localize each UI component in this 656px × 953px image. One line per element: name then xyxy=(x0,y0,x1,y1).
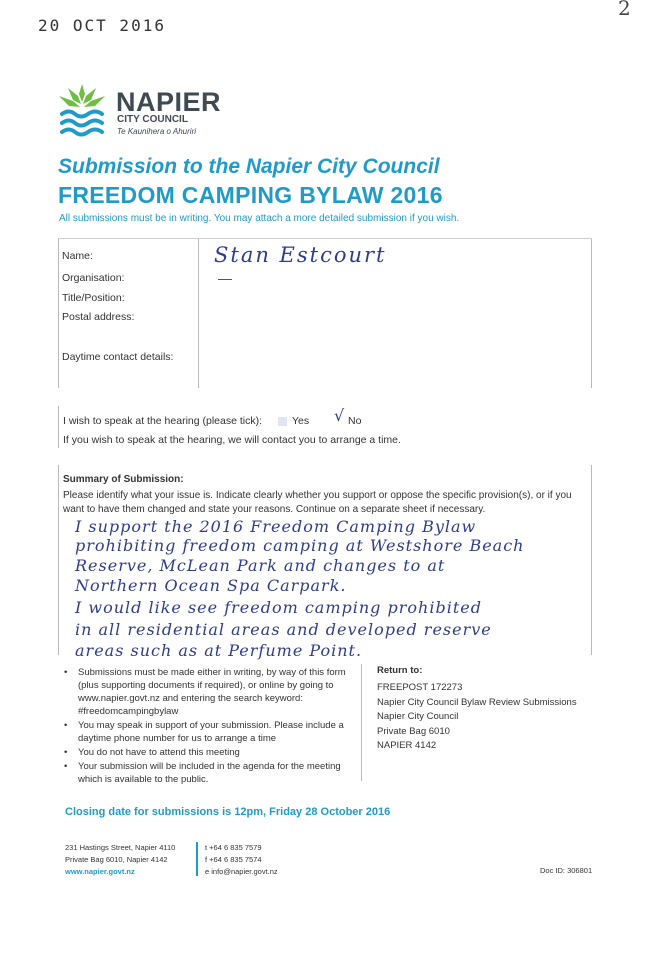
form-border-right xyxy=(591,238,592,388)
form-border-top xyxy=(58,238,592,239)
footer-street: 231 Hastings Street, Napier 4110 xyxy=(65,843,176,852)
summary-border-left xyxy=(58,465,59,655)
no-checkbox-tick[interactable]: √ xyxy=(334,406,345,425)
footer-website-link[interactable]: www.napier.govt.nz xyxy=(65,867,135,876)
page-subtitle: FREEDOM CAMPING BYLAW 2016 xyxy=(58,182,443,208)
list-item: You may speak in support of your submiss… xyxy=(62,719,352,745)
footer-phone: t +64 6 835 7579 xyxy=(205,843,262,852)
footer-email-link[interactable]: e info@napier.govt.nz xyxy=(205,867,278,876)
yes-checkbox[interactable] xyxy=(278,417,287,426)
logo-maori-name: Te Kaunihera o Ahuriri xyxy=(117,127,197,136)
return-line: FREEPOST 172273 xyxy=(377,682,463,693)
name-label: Name: xyxy=(62,250,93,262)
submission-line-3[interactable]: Reserve, McLean Park and changes to at xyxy=(75,556,446,575)
no-label: No xyxy=(348,415,362,427)
page-title: Submission to the Napier City Council xyxy=(58,155,440,178)
footer-postal: Private Bag 6010, Napier 4142 xyxy=(65,855,168,864)
logo-name: NAPIER xyxy=(116,87,222,117)
return-address: FREEPOST 172273 Napier City Council Byla… xyxy=(377,681,577,754)
submission-notes-list: Submissions must be made either in writi… xyxy=(62,666,352,787)
footer-address: 231 Hastings Street, Napier 4110 Private… xyxy=(65,842,175,878)
return-heading: Return to: xyxy=(377,665,423,676)
summary-border-right xyxy=(591,465,592,655)
speak-question: I wish to speak at the hearing (please t… xyxy=(63,415,263,427)
form-border-left xyxy=(58,238,59,388)
napier-logo-icon xyxy=(59,84,105,137)
return-line: Private Bag 6010 xyxy=(377,725,450,737)
list-item: You do not have to attend this meeting xyxy=(62,746,352,759)
summary-heading: Summary of Submission: xyxy=(63,474,184,485)
return-line: Napier City Council xyxy=(377,711,459,722)
summary-instructions: Please identify what your issue is. Indi… xyxy=(63,490,572,515)
title-position-label: Title/Position: xyxy=(62,292,125,304)
postal-address-label: Postal address: xyxy=(62,311,135,323)
submission-line-4[interactable]: Northern Ocean Spa Carpark. xyxy=(75,576,347,595)
footer-contact: t +64 6 835 7579 f +64 6 835 7574 e info… xyxy=(205,842,278,878)
submission-line-5[interactable]: I would like see freedom camping prohibi… xyxy=(75,598,482,617)
yes-label: Yes xyxy=(292,415,310,427)
received-date-stamp: 20 OCT 2016 xyxy=(38,16,166,35)
logo-subtitle: CITY COUNCIL xyxy=(117,114,188,125)
organisation-field[interactable] xyxy=(218,279,232,280)
submission-line-6[interactable]: in all residential areas and developed r… xyxy=(75,620,492,639)
corner-mark: 2 xyxy=(618,0,631,20)
doc-id: Doc ID: 306801 xyxy=(540,866,593,875)
name-field[interactable]: Stan Estcourt xyxy=(214,243,387,267)
footer-divider xyxy=(196,842,198,876)
submission-line-1[interactable]: I support the 2016 Freedom Camping Bylaw xyxy=(75,517,477,536)
closing-date: Closing date for submissions is 12pm, Fr… xyxy=(65,806,391,818)
list-item: Submissions must be made either in writi… xyxy=(62,666,352,718)
submission-line-7[interactable]: areas such as at Perfume Point. xyxy=(75,641,363,660)
hearing-note: If you wish to speak at the hearing, we … xyxy=(63,434,401,446)
submission-line-2[interactable]: prohibiting freedom camping at Westshore… xyxy=(75,536,525,555)
list-item: Your submission will be included in the … xyxy=(62,760,352,786)
hearing-border xyxy=(58,406,59,448)
intro-text: All submissions must be in writing. You … xyxy=(59,213,460,224)
organisation-label: Organisation: xyxy=(62,272,125,284)
return-line: NAPIER 4142 xyxy=(377,740,437,751)
notes-divider xyxy=(361,664,362,781)
footer-fax: f +64 6 835 7574 xyxy=(205,855,262,864)
return-line: Napier City Council Bylaw Review Submiss… xyxy=(377,696,577,708)
contact-details-label: Daytime contact details: xyxy=(62,351,174,363)
form-divider xyxy=(198,238,199,388)
